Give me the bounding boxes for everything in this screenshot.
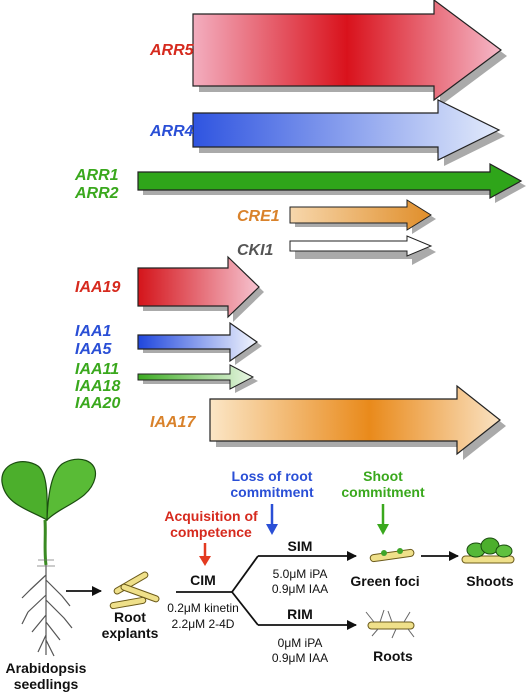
green-foci-label: Green foci <box>350 573 419 589</box>
gene-label-iaa17: IAA17 <box>150 414 196 431</box>
cim-label: CIM <box>190 572 216 588</box>
roots-illustration <box>365 609 415 639</box>
seedlings-label-2: seedlings <box>14 676 79 692</box>
loss-label-1: Loss of root <box>232 468 313 484</box>
arr4-arrow <box>192 99 505 166</box>
green-foci-illustration <box>369 548 415 563</box>
gene-label-iaa20: IAA20 <box>75 395 120 412</box>
sim-label: SIM <box>288 538 313 554</box>
shoots-illustration <box>461 537 515 564</box>
gene-label-arr5: ARR5 <box>149 42 195 59</box>
explants-label-2: explants <box>102 625 159 641</box>
explants-label-1: Root <box>114 609 146 625</box>
arr1-arr2-arrow <box>137 162 526 203</box>
gene-label-cki1: CKI1 <box>237 242 274 259</box>
iaa1-iaa5-arrow <box>137 321 262 365</box>
shoot-commitment-label-2: commitment <box>341 484 425 500</box>
competence-label-2: competence <box>170 524 252 540</box>
roots-label: Roots <box>373 648 413 664</box>
branch-up <box>231 555 259 593</box>
gene-label-iaa19: IAA19 <box>75 279 120 296</box>
gene-label-cre1: CRE1 <box>237 208 280 225</box>
cre1-arrow <box>289 199 436 234</box>
rim-condition-2: 0.9μM IAA <box>272 651 328 665</box>
cim-condition-2: 2.2μM 2-4D <box>172 617 235 631</box>
sim-condition-2: 0.9μM IAA <box>272 582 328 596</box>
branch-down <box>231 591 259 626</box>
loss-label-2: commitment <box>230 484 314 500</box>
gene-label-iaa5: IAA5 <box>75 341 113 358</box>
gene-label-iaa11: IAA11 <box>75 361 119 378</box>
arr5-arrow <box>192 0 507 106</box>
loss-arrow <box>266 504 278 535</box>
gene-label-iaa18: IAA18 <box>75 378 120 395</box>
shoot-commitment-label-1: Shoot <box>363 468 403 484</box>
seedling-illustration <box>1 458 96 657</box>
shoots-label: Shoots <box>466 573 514 589</box>
gene-label-arr4: ARR4 <box>149 123 194 140</box>
sim-condition-1: 5.0μM iPA <box>273 567 328 581</box>
gene-label-iaa1: IAA1 <box>75 323 112 340</box>
seedlings-label-1: Arabidopsis <box>6 660 87 676</box>
rim-condition-1: 0μM iPA <box>278 636 323 650</box>
cim-condition-1: 0.2μM kinetin <box>167 601 239 615</box>
competence-arrow <box>199 543 211 566</box>
iaa11-iaa18-iaa20-arrow <box>137 364 258 393</box>
iaa17-arrow <box>209 384 506 460</box>
iaa19-arrow <box>137 255 264 322</box>
gene-label-arr2: ARR2 <box>74 185 119 202</box>
rim-label: RIM <box>287 606 313 622</box>
root-explants-illustration <box>109 571 160 610</box>
gene-label-arr1: ARR1 <box>74 167 119 184</box>
competence-label-1: Acquisition of <box>164 508 258 524</box>
shoot-commitment-arrow <box>377 504 389 535</box>
cki1-arrow <box>289 235 436 265</box>
